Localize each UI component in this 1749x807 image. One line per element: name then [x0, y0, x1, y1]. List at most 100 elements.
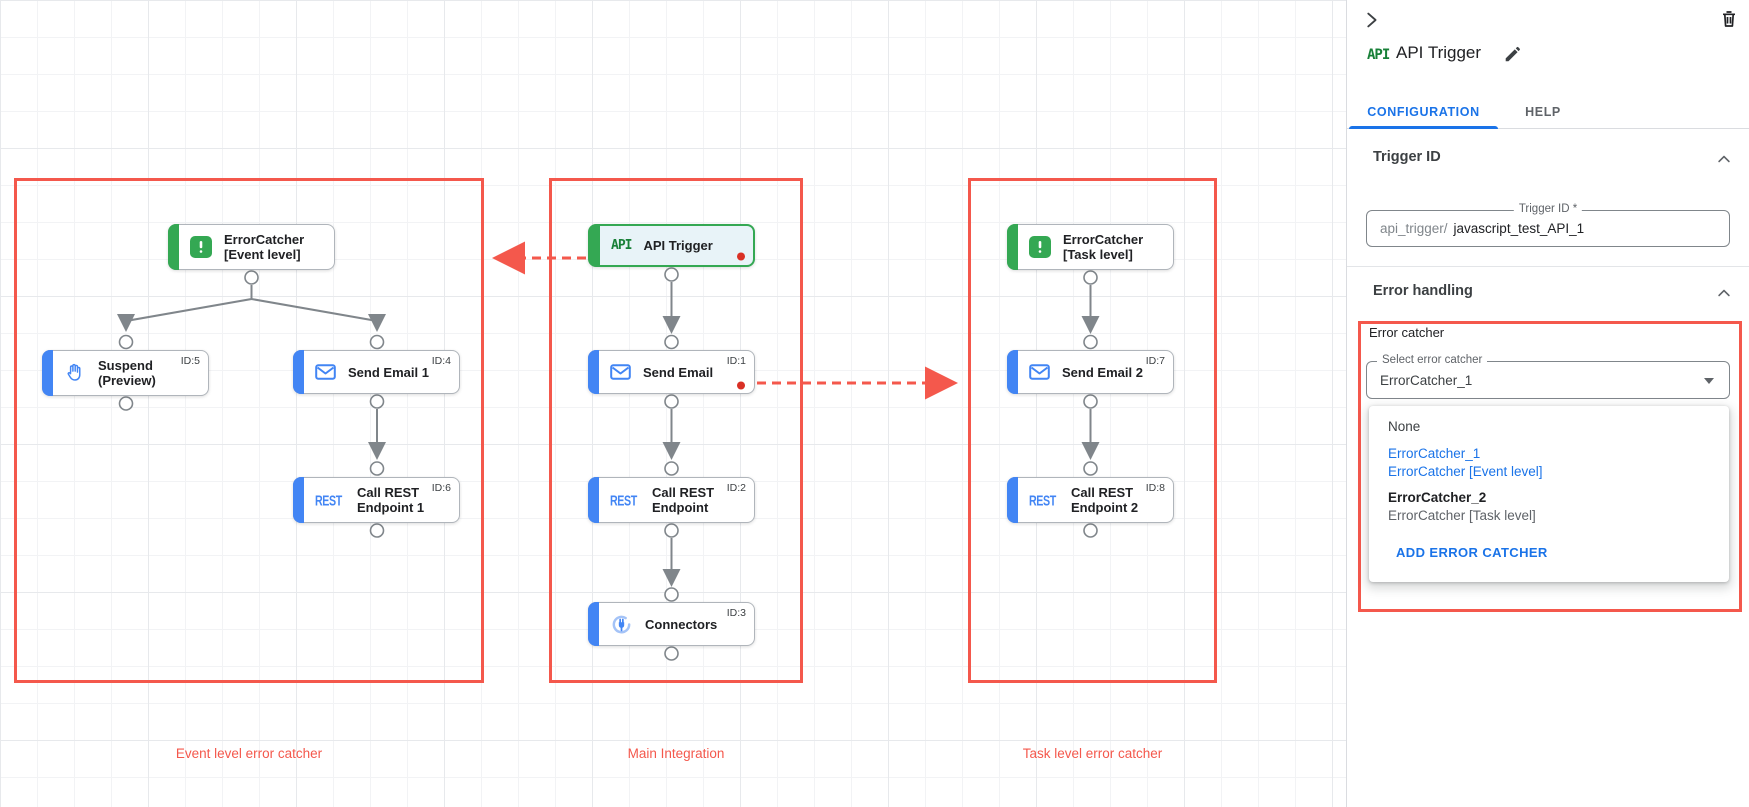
select-error-catcher-label: Select error catcher [1377, 354, 1488, 366]
error-catcher-group-label: Error catcher [1369, 325, 1445, 340]
node-id-badge: ID:4 [431, 355, 451, 367]
group-box-task-level [968, 178, 1217, 683]
section-header-error-handling: Error handling [1373, 283, 1473, 299]
node-label-line1: Send Email 2 [1062, 364, 1143, 380]
node-label-line1: Call REST [1071, 485, 1134, 500]
delete-trigger-trash-icon[interactable] [1719, 9, 1739, 34]
chevron-up-glyph [1718, 155, 1730, 163]
node-label: API Trigger [643, 238, 712, 253]
node-accent-bar [588, 602, 599, 646]
node-label-line1: Send Email 1 [348, 364, 429, 380]
error-catcher-options-menu: None ErrorCatcher_1 ErrorCatcher [Event … [1369, 406, 1729, 582]
exclamation-glyph [199, 241, 203, 253]
node-errorcatcher-event-level[interactable]: ErrorCatcher[Event level] [168, 224, 335, 270]
hand-glyph [67, 363, 81, 381]
node-label-line2: Endpoint 2 [1071, 500, 1139, 515]
tab-configuration[interactable]: CONFIGURATION [1347, 95, 1500, 129]
trigger-id-input[interactable]: Trigger ID * api_trigger/ javascript_tes… [1366, 203, 1730, 247]
menu-option-errorcatcher-2-subtitle[interactable]: ErrorCatcher [Task level] [1388, 508, 1536, 523]
trigger-id-prefix: api_trigger/ [1380, 221, 1448, 236]
node-label-line1: Send Email [643, 364, 714, 380]
node-label-line1: ErrorCatcher [224, 232, 305, 247]
node-send-email-2[interactable]: Send Email 2 ID:7 [1007, 350, 1174, 394]
node-label-line2: Endpoint [652, 500, 709, 515]
node-label-line2: Endpoint 1 [357, 500, 425, 515]
section-divider [1347, 266, 1749, 267]
node-accent-bar [1007, 477, 1018, 523]
node-send-email[interactable]: Send Email ID:1 [588, 350, 755, 394]
connectors-icon [610, 613, 633, 636]
node-label: ErrorCatcher[Event level] [224, 232, 304, 262]
node-label-line1: Connectors [645, 616, 718, 632]
node-connectors[interactable]: Connectors ID:3 [588, 602, 755, 646]
panel-tabs: CONFIGURATION HELP [1347, 95, 1749, 129]
node-accent-bar [42, 350, 53, 396]
trash-glyph [1723, 11, 1735, 27]
dropdown-caret-icon [1704, 378, 1714, 384]
node-accent-bar [168, 224, 179, 270]
node-label-line1: API Trigger [643, 238, 713, 253]
trigger-id-input-label: Trigger ID * [1513, 203, 1583, 215]
group-caption-main-integration: Main Integration [627, 746, 725, 761]
rest-icon: REST [610, 491, 637, 509]
node-label-line2: [Event level] [224, 247, 301, 262]
node-errorcatcher-task-level[interactable]: ErrorCatcher[Task level] [1007, 224, 1174, 270]
menu-option-errorcatcher-1-title[interactable]: ErrorCatcher_1 [1388, 446, 1481, 461]
node-send-email-1[interactable]: Send Email 1 ID:4 [293, 350, 460, 394]
node-label: Send Email 2 [1062, 365, 1143, 380]
workflow-canvas[interactable]: ErrorCatcher[Event level] Suspend(Previe… [0, 0, 1346, 807]
select-error-catcher-value: ErrorCatcher_1 [1380, 372, 1473, 388]
add-error-catcher-button[interactable]: ADD ERROR CATCHER [1396, 545, 1548, 560]
node-label: Send Email [643, 365, 713, 380]
collapse-panel-chevron-icon[interactable] [1360, 9, 1382, 36]
node-label: Suspend(Preview) [98, 358, 156, 388]
node-label-line1: Call REST [357, 485, 420, 500]
envelope-glyph [1029, 364, 1050, 380]
api-trigger-icon: API [611, 238, 633, 253]
mail-icon [610, 364, 631, 380]
mail-icon [1029, 364, 1050, 380]
node-id-badge: ID:2 [726, 482, 746, 494]
node-id-badge: ID:3 [726, 607, 746, 619]
node-label: Connectors [645, 617, 717, 632]
tab-help[interactable]: HELP [1525, 104, 1561, 119]
node-label-line1: Call REST [652, 485, 715, 500]
group-caption-event-level: Event level error catcher [175, 746, 323, 761]
trigger-id-input-content: api_trigger/ javascript_test_API_1 [1380, 211, 1584, 246]
menu-option-none[interactable]: None [1388, 419, 1421, 434]
trigger-id-value: javascript_test_API_1 [1453, 221, 1585, 236]
node-id-badge: ID:6 [431, 482, 451, 494]
chevron-right-glyph [1367, 12, 1377, 28]
rest-icon: REST [315, 491, 342, 509]
menu-option-errorcatcher-2-title[interactable]: ErrorCatcher_2 [1388, 490, 1487, 505]
api-trigger-badge-icon: API [1367, 47, 1390, 63]
config-side-panel: API API Trigger CONFIGURATION HELP Trigg… [1346, 0, 1749, 807]
select-error-catcher-dropdown[interactable]: Select error catcher ErrorCatcher_1 [1366, 354, 1730, 399]
node-accent-bar [1007, 350, 1018, 394]
envelope-glyph [315, 364, 336, 380]
node-id-badge: ID:8 [1145, 482, 1165, 494]
node-api-trigger[interactable]: API API Trigger [588, 224, 755, 267]
menu-option-errorcatcher-1-subtitle[interactable]: ErrorCatcher [Event level] [1388, 464, 1543, 479]
node-label-line2: [Task level] [1063, 247, 1133, 262]
node-label-line2: (Preview) [98, 373, 156, 388]
node-label-line1: ErrorCatcher [1063, 232, 1144, 247]
node-accent-bar [588, 350, 599, 394]
group-caption-task-level: Task level error catcher [1022, 746, 1163, 761]
node-suspend[interactable]: Suspend(Preview) ID:5 [42, 350, 209, 396]
chevron-up-glyph [1718, 289, 1730, 297]
collapse-section-chevron-icon[interactable] [1715, 150, 1733, 173]
edit-title-pencil-icon[interactable] [1503, 45, 1521, 68]
node-accent-bar [293, 477, 304, 523]
suspend-hand-icon [64, 362, 86, 384]
collapse-section-chevron-icon[interactable] [1715, 284, 1733, 307]
error-catcher-icon [190, 236, 212, 258]
node-accent-bar [588, 477, 599, 523]
node-accent-bar [589, 225, 600, 266]
